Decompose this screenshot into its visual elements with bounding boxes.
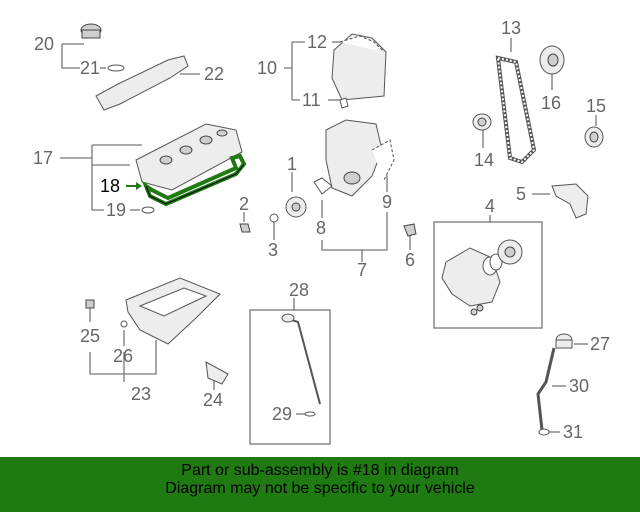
callout-29[interactable]: 29 <box>272 404 292 424</box>
cam-pulley-part <box>539 45 565 75</box>
callout-25[interactable]: 25 <box>80 326 100 346</box>
drain-gasket-part <box>120 320 128 328</box>
callout-31[interactable]: 31 <box>563 422 583 442</box>
callout-30[interactable]: 30 <box>569 376 589 396</box>
callout-27[interactable]: 27 <box>590 334 610 354</box>
callout-3[interactable]: 3 <box>268 240 278 260</box>
callout-23[interactable]: 23 <box>131 384 151 404</box>
callout-28[interactable]: 28 <box>289 280 309 300</box>
callout-11[interactable]: 11 <box>302 90 321 110</box>
callout-22[interactable]: 22 <box>204 64 224 84</box>
cap-gasket-part <box>107 64 125 72</box>
part-drawings <box>80 23 604 436</box>
callout-20[interactable]: 20 <box>34 34 54 54</box>
dipstick-oring-part <box>304 411 316 417</box>
callout-12[interactable]: 12 <box>307 32 327 52</box>
crank-sprocket-part <box>584 126 604 148</box>
callout-8[interactable]: 8 <box>316 218 326 238</box>
tube-cap-part <box>555 333 573 349</box>
banner-line-1: Part or sub-assembly is #18 in diagram <box>181 462 459 479</box>
callout-15[interactable]: 15 <box>586 96 606 116</box>
oil-pump-part <box>441 239 523 316</box>
callout-9[interactable]: 9 <box>382 192 392 212</box>
seal-bolt-part <box>141 206 155 214</box>
bolt-part <box>239 223 251 233</box>
callout-21[interactable]: 21 <box>80 58 100 78</box>
idler-pulley-part <box>472 113 492 131</box>
callout-1[interactable]: 1 <box>287 154 297 174</box>
banner-line-2: Diagram may not be specific to your vehi… <box>165 480 475 497</box>
pump-bolt-part <box>403 223 417 237</box>
timing-belt-part <box>495 55 537 165</box>
parts-diagram: 20 21 22 10 12 11 13 16 15 14 17 18 19 1… <box>33 18 610 445</box>
valve-cover-part <box>135 123 243 191</box>
drain-plug-part <box>85 299 95 309</box>
engine-cover-part <box>95 55 189 111</box>
crank-pulley-part <box>285 196 307 218</box>
callout-14[interactable]: 14 <box>474 150 494 170</box>
leader-lines <box>60 38 597 445</box>
callout-13[interactable]: 13 <box>501 18 521 38</box>
timing-cover-bolt-part <box>339 97 349 109</box>
washer-part <box>269 213 279 223</box>
callout-4[interactable]: 4 <box>485 196 495 216</box>
callout-6[interactable]: 6 <box>405 250 415 270</box>
tube-oring-part <box>538 428 550 436</box>
callout-10[interactable]: 10 <box>257 58 277 78</box>
callout-18[interactable]: 18 <box>100 176 120 196</box>
callout-16[interactable]: 16 <box>541 93 561 113</box>
info-banner: Part or sub-assembly is #18 in diagram D… <box>0 457 640 512</box>
callout-17[interactable]: 17 <box>33 148 53 168</box>
bracket-part <box>551 183 589 219</box>
oil-cap-part <box>80 23 102 39</box>
callout-24[interactable]: 24 <box>203 390 223 410</box>
callout-26[interactable]: 26 <box>113 346 133 366</box>
callout-19[interactable]: 19 <box>106 200 126 220</box>
callout-5[interactable]: 5 <box>516 184 526 204</box>
upper-timing-cover-part <box>331 33 387 101</box>
dipstick-tube-part <box>536 347 556 431</box>
seal-part <box>313 177 333 195</box>
callout-labels: 20 21 22 10 12 11 13 16 15 14 17 18 19 1… <box>33 18 610 442</box>
lower-timing-cover-part <box>325 119 395 197</box>
callout-2[interactable]: 2 <box>239 194 249 214</box>
dipstick-part <box>281 313 321 405</box>
baffle-part <box>205 361 229 385</box>
oil-pan-part <box>125 277 221 345</box>
callout-7[interactable]: 7 <box>357 260 367 280</box>
